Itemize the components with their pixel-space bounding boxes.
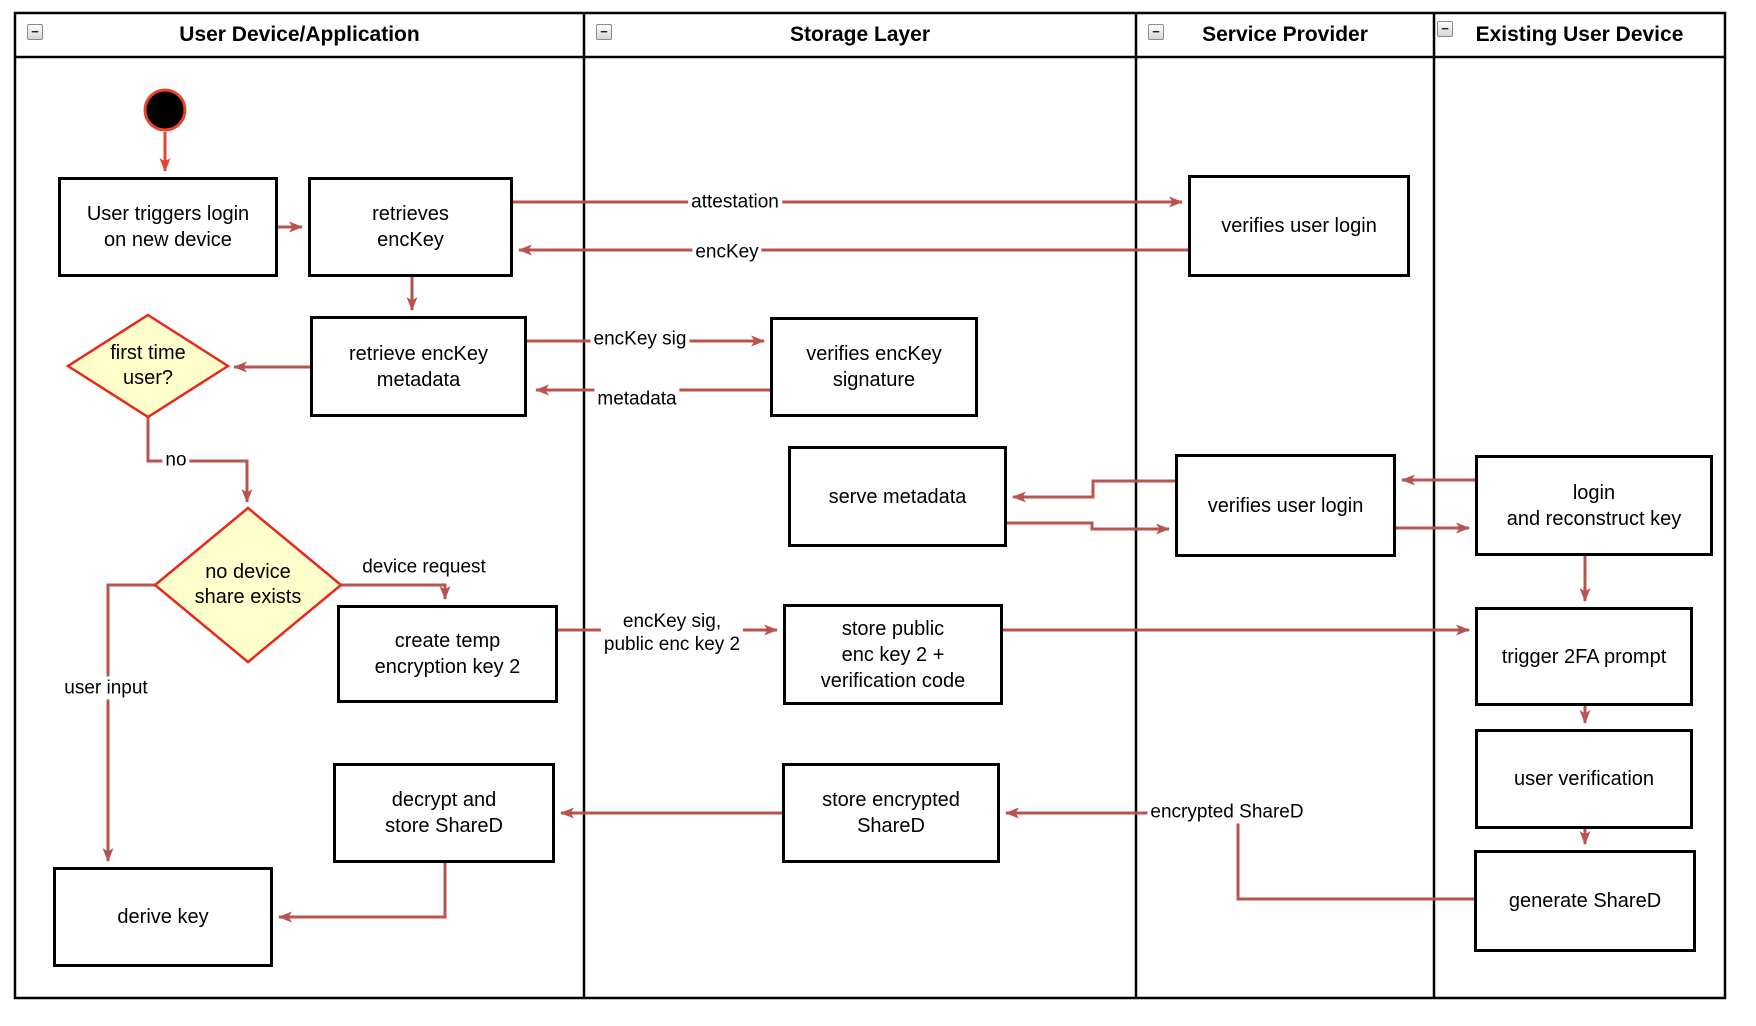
node-label: retrieves encKey <box>372 203 449 251</box>
node-label: store public enc key 2 + verification co… <box>820 617 966 692</box>
edge-label-enckey: encKey <box>692 240 762 264</box>
edge-label-metadata: metadata <box>594 387 680 411</box>
edge-encrypted-shared <box>1005 807 1474 901</box>
collapse-icon[interactable]: − <box>596 24 612 40</box>
node-label: store encrypted ShareD <box>822 789 960 837</box>
swimlane-outer-border <box>13 11 1727 1000</box>
edge-no-branch <box>146 417 253 503</box>
node-store-encrypted-shared[interactable]: store encrypted ShareD <box>782 763 1000 863</box>
node-store-public-key2[interactable]: store public enc key 2 + verification co… <box>783 604 1003 705</box>
node-verifies-user-login-1[interactable]: verifies user login <box>1188 175 1410 277</box>
collapse-icon[interactable]: − <box>1437 21 1453 37</box>
edge-verifies2-to-serve <box>1012 479 1175 503</box>
node-label: verifies encKey signature <box>806 343 942 391</box>
decision-first-time-user[interactable] <box>65 313 231 419</box>
edge-label-device-request: device request <box>359 555 489 579</box>
decision-label-first-time-user: first time user? <box>110 342 186 389</box>
node-retrieve-enckey-metadata[interactable]: retrieve encKey metadata <box>310 316 527 417</box>
node-derive-key[interactable]: derive key <box>53 867 273 967</box>
node-label: decrypt and store ShareD <box>385 789 503 837</box>
node-decrypt-store-shared[interactable]: decrypt and store ShareD <box>333 763 555 863</box>
edge-label-attestation: attestation <box>688 190 782 214</box>
node-generate-shared[interactable]: generate ShareD <box>1474 850 1696 952</box>
node-verifies-user-login-2[interactable]: verifies user login <box>1175 454 1396 557</box>
node-label: retrieve encKey metadata <box>349 342 488 391</box>
lane-title-service-provider: Service Provider <box>1202 23 1368 46</box>
edge-label-encrypted-shared: encrypted ShareD <box>1147 800 1307 824</box>
lane-title-user-device: User Device/Application <box>179 23 420 46</box>
collapse-icon[interactable]: − <box>1148 24 1164 40</box>
lane-header-user-device: User Device/Application <box>15 13 584 57</box>
edge-device-request <box>341 583 451 600</box>
node-user-verification[interactable]: user verification <box>1475 729 1693 829</box>
edge-label-no: no <box>162 448 190 472</box>
collapse-icon[interactable]: − <box>27 24 43 40</box>
node-verifies-enckey-signature[interactable]: verifies encKey signature <box>770 317 978 417</box>
lane-header-storage-layer: Storage Layer <box>584 13 1136 57</box>
node-label: user verification <box>1513 768 1655 790</box>
edge-label-enckey-sig-public: encKey sig, public enc key 2 <box>600 609 744 657</box>
node-label: verifies user login <box>1221 215 1377 237</box>
node-label: User triggers login on new device <box>86 203 250 251</box>
decision-no-device-share[interactable] <box>153 506 343 664</box>
node-serve-metadata[interactable]: serve metadata <box>788 446 1007 547</box>
lane-header-service-provider: Service Provider <box>1136 13 1434 57</box>
lane-header-existing-device: Existing User Device <box>1434 13 1725 57</box>
edge-serve-to-verifies2 <box>1007 521 1170 535</box>
edge-label-user-input: user input <box>61 676 151 700</box>
lane-title-existing-device: Existing User Device <box>1475 23 1684 46</box>
node-create-temp-key2[interactable]: create temp encryption key 2 <box>337 605 558 703</box>
start-node[interactable] <box>143 88 187 132</box>
node-label: derive key <box>117 906 209 928</box>
edge-label-enckey-sig: encKey sig <box>590 327 690 351</box>
node-label: generate ShareD <box>1508 890 1662 912</box>
node-label: trigger 2FA prompt <box>1501 645 1667 668</box>
node-retrieves-enckey[interactable]: retrieves encKey <box>308 177 513 277</box>
edge-user-input <box>102 583 155 862</box>
lane-title-storage-layer: Storage Layer <box>789 23 931 46</box>
node-trigger-2fa-prompt[interactable]: trigger 2FA prompt <box>1475 607 1693 706</box>
node-label: create temp encryption key 2 <box>374 630 521 678</box>
node-user-triggers-login[interactable]: User triggers login on new device <box>58 177 278 277</box>
edge-decrypt-to-derive <box>278 863 447 923</box>
node-label: serve metadata <box>828 485 967 508</box>
node-label: login and reconstruct key <box>1506 481 1682 530</box>
decision-label-no-device-share: no device share exists <box>194 561 302 608</box>
node-login-reconstruct-key[interactable]: login and reconstruct key <box>1475 455 1713 556</box>
node-label: verifies user login <box>1207 494 1364 517</box>
